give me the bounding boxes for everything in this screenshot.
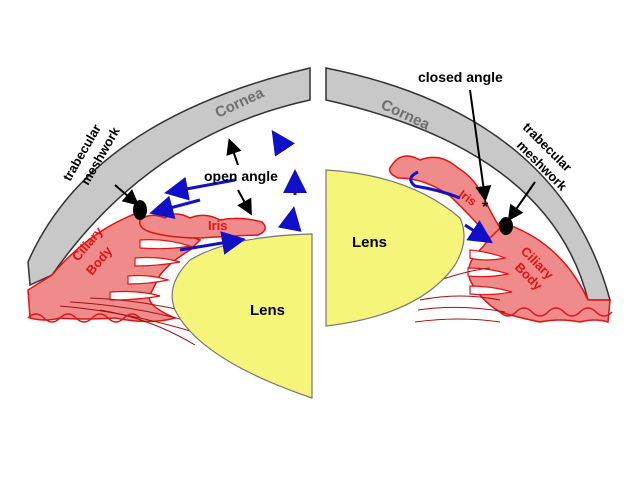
- left-iris: [138, 213, 266, 239]
- right-panel: Cornea closed angle trabecular meshwork …: [325, 67, 613, 327]
- left-lens-label: Lens: [250, 302, 285, 319]
- right-pointer-arrows: [469, 89, 536, 222]
- closed-angle-pointer: [469, 89, 492, 202]
- flow-arrow: [164, 176, 236, 201]
- right-iris: [388, 155, 501, 240]
- right-angle-label: closed angle: [418, 69, 503, 85]
- right-zonules: [414, 267, 506, 323]
- left-cornea: [27, 67, 311, 287]
- right-lens-label: Lens: [352, 234, 387, 251]
- left-tissue-edge: [27, 313, 141, 323]
- left-flow-arrows: [149, 130, 307, 255]
- flow-arrow: [149, 195, 201, 219]
- meshwork-pointer: [507, 181, 536, 222]
- flow-arrow: [277, 206, 302, 232]
- flow-arrow: [179, 231, 246, 255]
- right-ciliary-processes: [467, 249, 513, 296]
- angle-pointer-down: [237, 189, 252, 216]
- right-tissue-edge: [499, 307, 613, 317]
- left-ciliary-processes: [109, 239, 193, 301]
- angle-pointer-up: [226, 138, 242, 166]
- flow-arrow: [464, 220, 494, 244]
- flow-arrow: [271, 130, 295, 157]
- right-trabecular-meshwork: [499, 217, 513, 235]
- left-angle-label: open angle: [204, 168, 278, 184]
- right-flow-arrows: [409, 170, 494, 244]
- flow-arrow: [409, 170, 461, 200]
- right-lens: [325, 169, 465, 327]
- left-lens: [171, 233, 313, 399]
- meshwork-pointer: [114, 184, 140, 206]
- right-closure-marker: *: [482, 199, 489, 216]
- left-pointer-arrows: [114, 138, 252, 216]
- left-iris-label: Iris: [208, 218, 228, 233]
- left-panel: Cornea trabecular meshwork open angle Ir…: [27, 67, 313, 399]
